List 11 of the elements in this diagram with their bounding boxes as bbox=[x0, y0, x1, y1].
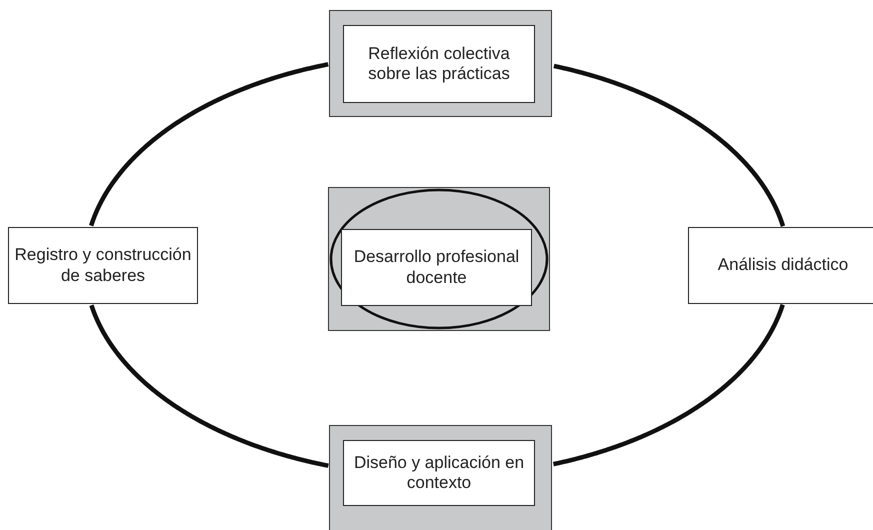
connector-arc bbox=[89, 62, 329, 226]
framed-box bbox=[329, 425, 552, 530]
text-box: Análisis didáctico bbox=[688, 227, 873, 304]
text-box: Registro y construcción de saberes bbox=[8, 227, 198, 304]
text-box: Reflexión colectiva sobre las prácticas bbox=[343, 25, 535, 103]
framed-box bbox=[329, 10, 552, 117]
text-box: Diseño y aplicación en contexto bbox=[343, 440, 535, 506]
connector-arc bbox=[553, 64, 786, 227]
text-box: Desarrollo profesional docente bbox=[341, 229, 532, 306]
connector-arc bbox=[89, 304, 329, 468]
connector-arc bbox=[552, 304, 785, 466]
